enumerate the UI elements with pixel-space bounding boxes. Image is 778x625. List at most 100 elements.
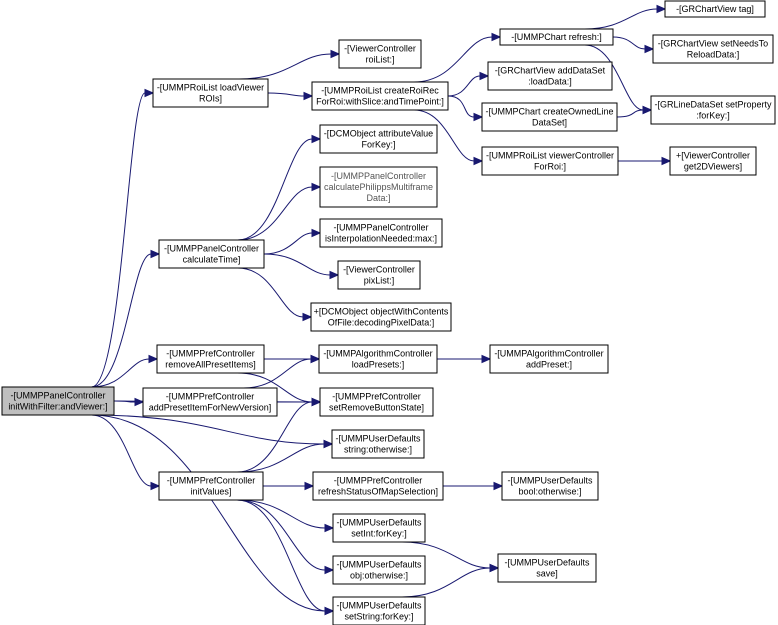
node-label: pixList:] — [364, 276, 395, 286]
node-chartRefresh[interactable]: -[UMMPChart refresh:] — [499, 28, 614, 46]
node-refreshMap[interactable]: -[UMMPPrefControllerrefreshStatusOfMapSe… — [312, 471, 444, 501]
edge-initValues-to-stringOther — [236, 439, 334, 473]
node-label: addPresetItemForNewVersion] — [149, 403, 272, 413]
edge-root-to-stringOther — [91, 414, 334, 449]
edge-createRoiRec-to-grAddDataSet — [447, 71, 490, 97]
node-box — [319, 124, 438, 154]
node-label: setInt:forKey:] — [351, 529, 407, 539]
node-calcPhilipps[interactable]: -[UMMPPanelControllercalculatePhilippsMu… — [319, 166, 438, 208]
arrowhead — [150, 249, 161, 259]
node-label: save] — [536, 569, 558, 579]
node-grLineSetProp[interactable]: -[GRLineDataSet setProperty:forKey:] — [650, 95, 776, 125]
arrowhead — [473, 156, 484, 166]
arrowhead — [144, 88, 155, 98]
node-box — [311, 81, 449, 111]
node-label: Data:] — [366, 193, 390, 203]
node-label: -[UMMPPanelController — [333, 223, 428, 233]
node-removeAll[interactable]: -[UMMPPrefControllerremoveAllPresetItems… — [156, 344, 265, 374]
edge-line — [91, 92, 146, 388]
node-box — [319, 166, 438, 208]
node-box — [499, 28, 614, 46]
node-grTag[interactable]: -[GRChartView tag] — [664, 0, 766, 18]
arrowhead — [311, 228, 322, 238]
node-grAddDataSet[interactable]: -[GRChartView addDataSet:loadData:] — [487, 61, 613, 91]
arrowhead — [311, 134, 322, 144]
edge-roiListLoad-to-viewerRoiList — [239, 49, 341, 80]
node-createRoiRec[interactable]: -[UMMPRoiList createRoiRecForRoi:withSli… — [311, 81, 449, 111]
node-box — [487, 61, 613, 91]
node-label: DataSet] — [532, 118, 567, 128]
arrowhead — [481, 354, 492, 364]
node-label: calculateTime] — [183, 255, 241, 265]
node-label: -[UMMPPrefController — [166, 392, 255, 402]
arrowhead — [150, 481, 161, 491]
edge-calcTime-to-pixList — [263, 253, 340, 280]
node-label: +[ViewerController — [676, 151, 750, 161]
edge-createRoiRec-to-roiViewerCtrl — [413, 109, 484, 166]
arrowhead — [330, 49, 341, 59]
edge-initValues-to-objOther — [236, 499, 335, 575]
node-label: -[UMMPPrefController — [167, 476, 256, 486]
arrowhead — [473, 112, 484, 122]
node-label: -[UMMPPrefController — [334, 476, 423, 486]
edge-line — [584, 44, 644, 111]
arrowhead — [479, 71, 490, 81]
node-box — [338, 39, 422, 69]
edge-line — [584, 8, 658, 30]
edge-line — [237, 267, 304, 318]
node-box — [337, 260, 421, 290]
edge-line — [413, 109, 475, 162]
node-box — [156, 344, 265, 374]
edge-refreshMap-to-boolOther — [443, 481, 504, 491]
node-label: -[UMMPUserDefaults — [504, 558, 590, 568]
node-label: initWithFilter:andViewer:] — [8, 402, 107, 412]
edge-line — [263, 253, 331, 276]
node-label: -[UMMPUserDefaults — [336, 518, 422, 528]
node-label: -[UMMPChart refresh:] — [511, 32, 602, 42]
arrowhead — [661, 156, 672, 166]
edge-line — [236, 499, 326, 612]
node-box — [318, 344, 438, 374]
node-dcmObjWith[interactable]: +[DCMObject objectWithContentsOfFile:dec… — [310, 302, 452, 332]
edge-root-to-roiListLoad — [91, 88, 155, 388]
node-addPresetItem[interactable]: -[UMMPPrefControlleraddPresetItemForNewV… — [142, 387, 278, 417]
node-label: -[UMMPRoiList viewerController — [486, 151, 614, 161]
node-label: -[DCMObject attributeValue — [324, 129, 433, 139]
node-label: -[UMMPUserDefaults — [336, 601, 422, 611]
edge-initValues-to-setString — [236, 499, 335, 616]
node-label: :forKey:] — [696, 111, 730, 121]
edge-line — [91, 414, 325, 445]
node-root[interactable]: -[UMMPPanelControllerinitWithFilter:andV… — [1, 386, 115, 416]
node-box — [332, 513, 426, 543]
node-setRemoveBtn[interactable]: -[UMMPPrefControllersetRemoveButtonState… — [319, 387, 434, 417]
edge-line — [91, 253, 152, 388]
node-label: bool:otherwise:] — [518, 487, 581, 497]
node-box — [142, 387, 278, 417]
node-label: -[UMMPUserDefaults — [336, 560, 422, 570]
edge-setString-to-save — [401, 563, 500, 598]
node-isInterp[interactable]: -[UMMPPanelControllerisInterpolationNeed… — [319, 218, 443, 248]
edge-line — [263, 232, 313, 255]
node-label: -[UMMPAlgorithmController — [323, 349, 432, 359]
edge-line — [91, 358, 150, 388]
node-label: -[GRLineDataSet setProperty — [654, 100, 772, 110]
